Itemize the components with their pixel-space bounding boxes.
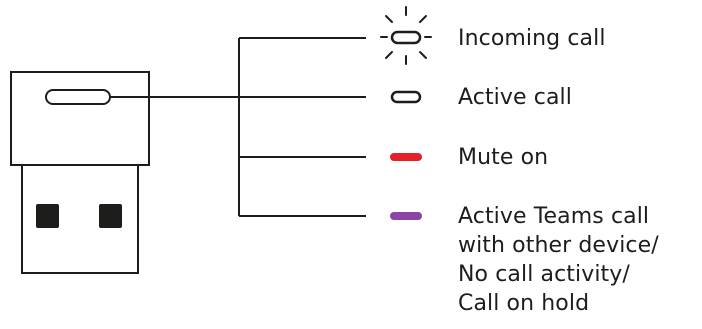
led-mute — [390, 153, 422, 161]
led-active — [390, 90, 422, 104]
label-active-call: Active call — [458, 85, 572, 110]
usb-contact-left — [36, 204, 59, 228]
label-teams-line-3: No call activity/ — [458, 262, 630, 287]
label-teams-line-1: Active Teams call — [458, 204, 650, 229]
led-incoming-blinking-icon — [380, 6, 432, 65]
label-incoming-call: Incoming call — [458, 26, 606, 51]
connector-lines — [110, 37, 366, 217]
led-incoming — [390, 30, 422, 45]
usb-contact-right — [99, 204, 122, 228]
usb-receiver-icon — [10, 71, 150, 274]
blink-rays — [380, 6, 432, 65]
usb-plug — [21, 164, 139, 274]
receiver-led-slot — [45, 89, 111, 105]
receiver-housing — [10, 71, 150, 166]
label-mute-on: Mute on — [458, 145, 549, 170]
label-teams-line-4: Call on hold — [458, 291, 590, 316]
label-teams-status: Active Teams call with other device/ No … — [458, 202, 698, 318]
label-teams-line-2: with other device/ — [458, 233, 659, 258]
led-teams — [390, 212, 422, 220]
